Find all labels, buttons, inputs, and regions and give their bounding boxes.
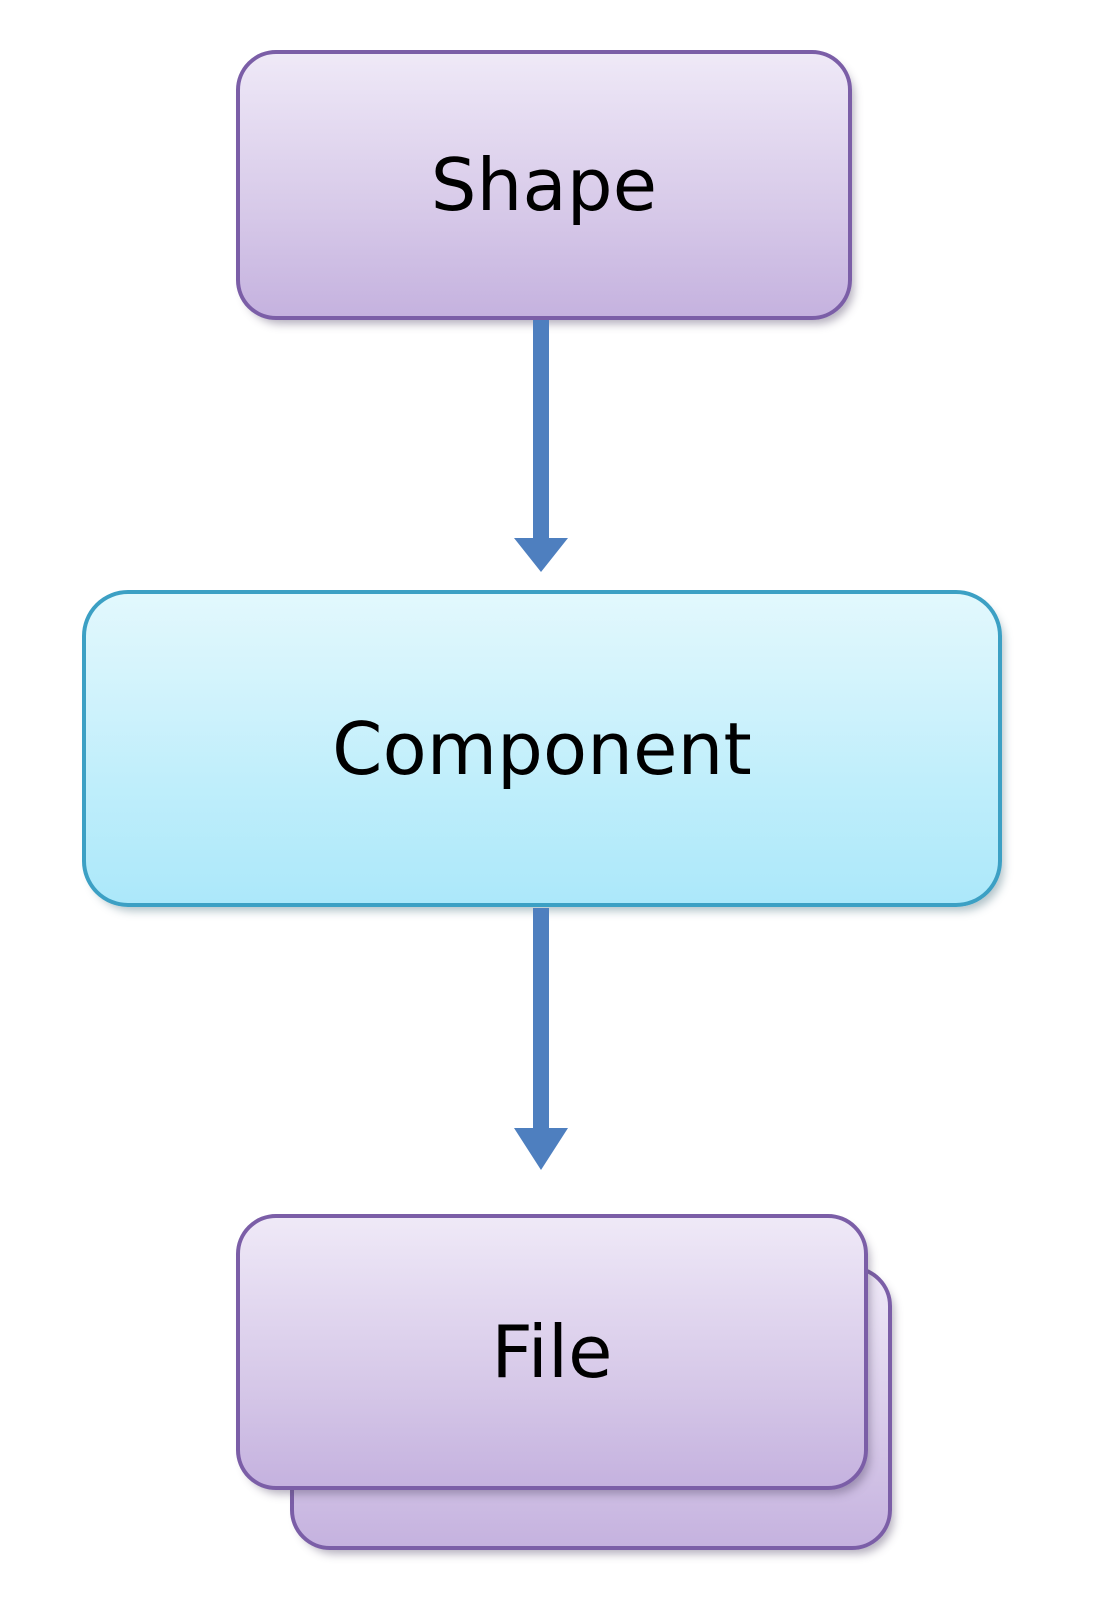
node-file-label: File bbox=[491, 1310, 613, 1394]
node-component[interactable]: Component bbox=[82, 590, 1002, 907]
arrow-shape-to-component-glyph bbox=[514, 320, 568, 572]
node-component-label: Component bbox=[332, 706, 752, 791]
arrow-component-to-file-glyph bbox=[514, 908, 568, 1170]
node-shape-label: Shape bbox=[430, 143, 658, 227]
node-shape[interactable]: Shape bbox=[236, 50, 852, 320]
node-file[interactable]: File bbox=[236, 1214, 868, 1490]
